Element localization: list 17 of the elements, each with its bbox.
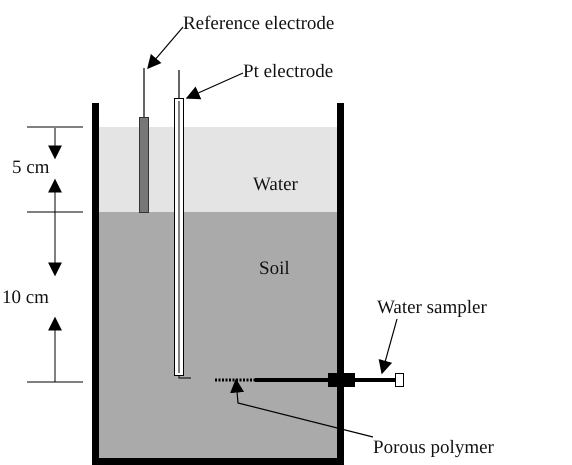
callout-label: Water sampler: [377, 297, 487, 319]
leader-arrow: [230, 378, 374, 438]
water-sampler-drawing: [255, 373, 404, 387]
layer-label: Water: [253, 174, 298, 196]
water-layer: [99, 127, 337, 212]
callout-label: Pt electrode: [243, 61, 334, 83]
dimension-label: 10 cm: [2, 287, 49, 309]
layer-label: Soil: [259, 258, 290, 280]
leader-arrow: [147, 26, 184, 70]
leader-arrow: [378, 318, 398, 374]
dimension-label: 5 cm: [12, 157, 50, 179]
leader-arrow: [186, 72, 244, 100]
callout-label: Porous polymer: [373, 437, 494, 459]
callout-label: Reference electrode: [183, 13, 334, 35]
reference-electrode-drawing: [139, 68, 149, 213]
pt-electrode-drawing: [174, 70, 192, 378]
porous-polymer-drawing: [215, 378, 255, 382]
